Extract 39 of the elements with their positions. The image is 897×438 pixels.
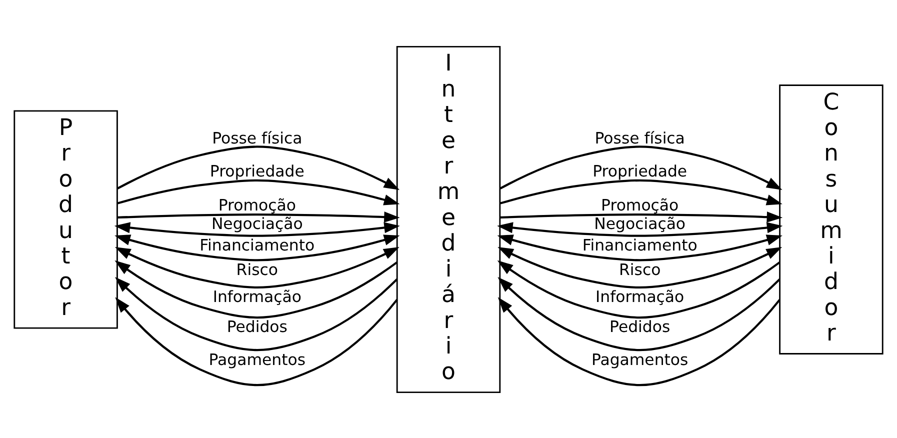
arrow [115,296,398,386]
edge-label: Pedidos [610,316,670,336]
edge-label: Pagamentos [208,349,306,368]
arrow [497,260,780,318]
arrow [497,222,783,236]
arrow [114,260,398,318]
node-box: Intermediário [396,46,501,392]
edge-label: Financiamento [582,235,698,254]
node-box: Consumidor [779,84,884,354]
arrow [114,276,398,351]
edge-label: Informação [596,286,684,306]
edge-label: Negociação [211,214,303,233]
arrow [114,234,400,261]
edge-label: Risco [619,259,661,278]
arrow [498,296,781,386]
edge-label: Propriedade [592,160,688,180]
edge-label: Negociação [594,214,686,233]
edge-label: Promoção [601,195,679,214]
arrow [117,145,400,190]
edge-label: Propriedade [210,160,304,180]
arrow [498,276,780,351]
edge-label: Pagamentos [591,349,688,368]
edge-label: Risco [236,259,278,278]
edge-label: Posse física [594,128,685,148]
arrow [500,145,782,190]
arrow [117,178,400,205]
edge-label: Promoção [218,195,296,214]
node-box: Produtor [14,110,118,328]
arrow [118,211,400,222]
arrow [114,222,400,236]
arrow [114,246,400,288]
edge-label: Pedidos [226,316,288,336]
arrow [497,234,782,261]
arrow [498,246,782,288]
edge-label: Posse física [212,128,302,148]
edge-label: Informação [212,286,302,306]
arrow [500,178,782,205]
arrow [500,211,783,222]
edge-label: Financiamento [200,235,315,254]
